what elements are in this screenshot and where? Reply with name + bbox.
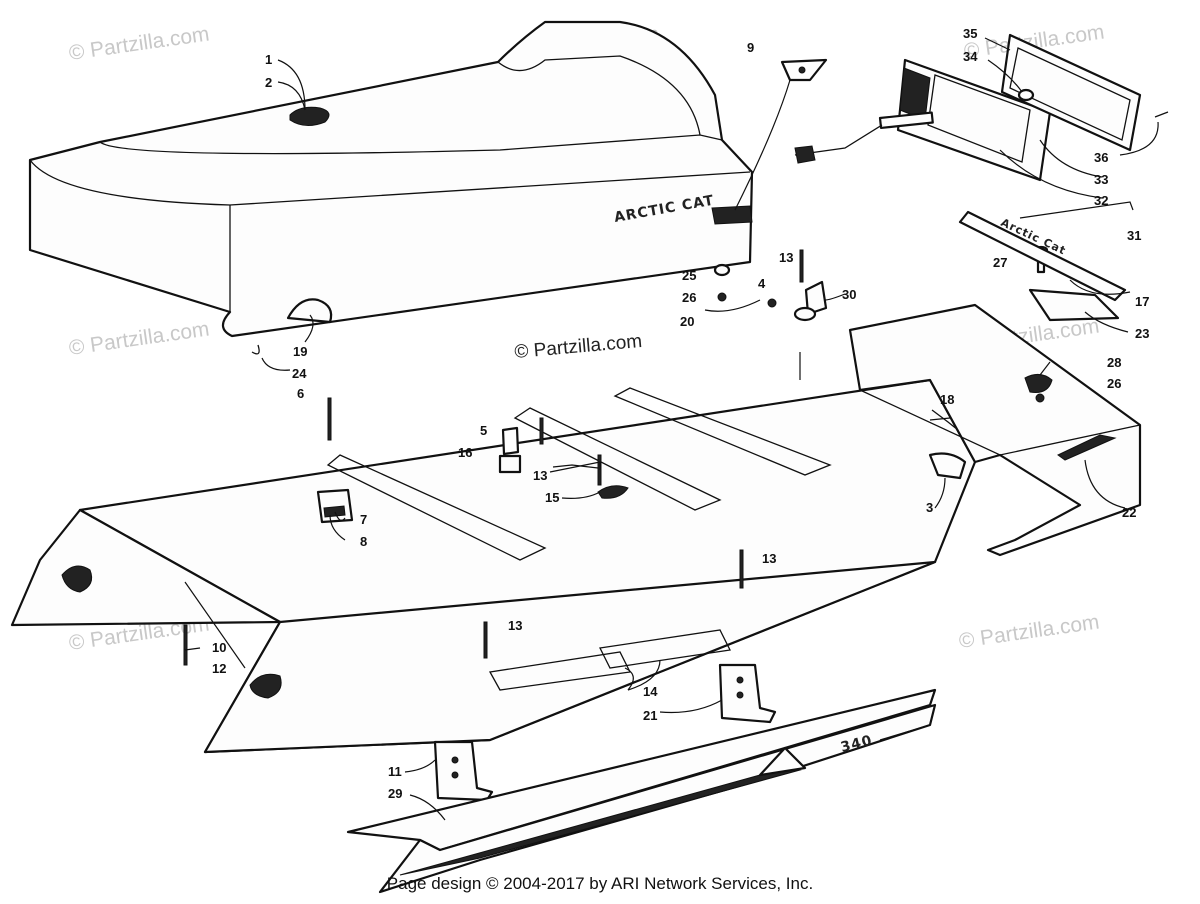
callout-11: 11 xyxy=(388,764,402,779)
watermark: © Partzilla.com xyxy=(957,610,1100,652)
hinge-block xyxy=(316,488,354,524)
callouts: 1 2 3 4 5 6 7 8 9 10 11 12 13 13 13 13 1… xyxy=(212,26,1149,801)
callout-36: 36 xyxy=(1094,150,1108,165)
bracket xyxy=(804,280,828,316)
callout-19: 19 xyxy=(293,344,307,359)
callout-14: 14 xyxy=(643,684,658,699)
callout-17: 17 xyxy=(1135,294,1149,309)
callout-35: 35 xyxy=(963,26,977,41)
left-side-panel xyxy=(10,508,282,627)
callout-6: 6 xyxy=(297,386,304,401)
callout-12: 12 xyxy=(212,661,226,676)
callout-27: 27 xyxy=(993,255,1007,270)
taillight-assembly xyxy=(794,33,1169,182)
callout-34: 34 xyxy=(963,49,978,64)
rail-slot xyxy=(513,407,722,511)
callout-21: 21 xyxy=(643,708,657,723)
callout-33: 33 xyxy=(1094,172,1108,187)
callout-18: 18 xyxy=(940,392,954,407)
mount-bracket xyxy=(498,454,522,474)
callout-4: 4 xyxy=(758,276,766,291)
decal-strip: Arctic Cat xyxy=(958,210,1127,302)
callout-20: 20 xyxy=(680,314,694,329)
rear-hood xyxy=(848,303,1142,557)
seat-cushion: ARCTIC CAT xyxy=(28,20,754,355)
callout-26: 26 xyxy=(1107,376,1121,391)
watermark: © Partzilla.com xyxy=(67,22,210,64)
callout-30: 30 xyxy=(842,287,856,302)
callout-26: 26 xyxy=(682,290,696,305)
callout-3: 3 xyxy=(926,500,933,515)
side-model-label: 340 xyxy=(839,733,874,756)
callout-13: 13 xyxy=(779,250,793,265)
callout-31: 31 xyxy=(1127,228,1141,243)
side-trim-strip: 340 xyxy=(346,688,937,894)
callout-5: 5 xyxy=(480,423,487,438)
retainer-clip xyxy=(597,485,629,499)
watermark: © Partzilla.com xyxy=(67,317,210,359)
callout-13: 13 xyxy=(508,618,522,633)
callout-8: 8 xyxy=(360,534,367,549)
callout-7: 7 xyxy=(360,512,367,527)
callout-24: 24 xyxy=(292,366,307,381)
callout-23: 23 xyxy=(1135,326,1149,341)
latch-hook xyxy=(928,452,967,480)
hardware xyxy=(183,58,1120,666)
callout-15: 15 xyxy=(545,490,559,505)
rear-bracket xyxy=(433,740,494,802)
bumper-post xyxy=(501,426,520,456)
leader-lines xyxy=(184,37,1159,821)
callout-13: 13 xyxy=(762,551,776,566)
front-bracket xyxy=(718,663,777,724)
callout-16: 16 xyxy=(458,445,472,460)
hinge-bracket xyxy=(286,298,333,324)
grille-opening xyxy=(599,629,731,669)
callout-1: 1 xyxy=(265,52,272,67)
callout-28: 28 xyxy=(1107,355,1121,370)
main-body xyxy=(10,378,977,802)
callout-29: 29 xyxy=(388,786,402,801)
front-side-panel xyxy=(203,560,937,754)
callout-22: 22 xyxy=(1122,505,1136,520)
callout-10: 10 xyxy=(212,640,226,655)
nut xyxy=(717,292,727,302)
callout-9: 9 xyxy=(747,40,754,55)
callout-25: 25 xyxy=(682,268,696,283)
mounting-plate xyxy=(1028,288,1120,322)
callout-32: 32 xyxy=(1094,193,1108,208)
seat-latch-plate xyxy=(711,205,753,225)
center-watermark: © Partzilla.com xyxy=(514,331,643,363)
washer xyxy=(713,263,731,277)
seat-logo-emblem xyxy=(289,106,330,126)
callout-13: 13 xyxy=(533,468,547,483)
rail-slot xyxy=(613,387,832,476)
callout-2: 2 xyxy=(265,75,272,90)
rail-slot xyxy=(326,454,547,561)
footer-credit: Page design © 2004-2017 by ARI Network S… xyxy=(386,874,814,893)
